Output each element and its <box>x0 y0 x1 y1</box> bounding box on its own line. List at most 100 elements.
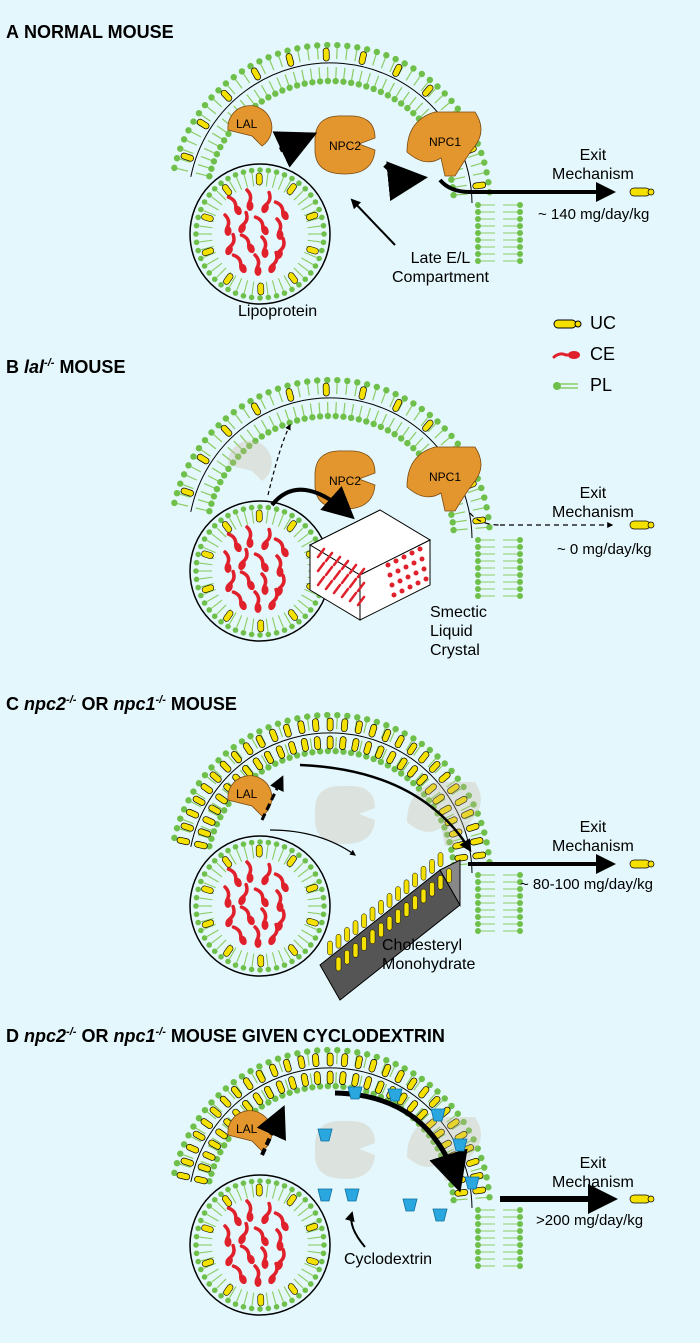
phospholipid-head <box>316 255 322 262</box>
phospholipid-head <box>258 433 265 440</box>
uc-molecule <box>215 793 228 805</box>
uc-molecule <box>368 724 378 738</box>
phospholipid-head <box>248 631 255 638</box>
phospholipid-head <box>284 1052 291 1059</box>
uc-molecule <box>196 118 210 130</box>
phospholipid-head <box>201 199 208 205</box>
phospholipid-head <box>198 592 204 599</box>
phospholipid-head <box>475 914 481 920</box>
phospholipid-head <box>475 565 481 571</box>
uc-molecule <box>201 919 215 929</box>
ce-molecule <box>253 1264 262 1287</box>
phospholipid-head <box>465 1127 473 1134</box>
phospholipid-head <box>220 137 228 144</box>
phospholipid-head <box>517 1249 523 1255</box>
phospholipid-head <box>475 209 481 215</box>
phospholipid-head <box>517 558 523 564</box>
npc2-label: NPC2 <box>329 474 361 488</box>
npc1-label: NPC1 <box>429 135 461 149</box>
phospholipid-head <box>257 504 263 510</box>
phospholipid-head <box>217 1148 224 1156</box>
uc-molecule <box>363 1076 373 1090</box>
uc-molecule <box>446 868 452 883</box>
uc-molecule <box>418 1086 430 1099</box>
phospholipid-head <box>217 813 224 821</box>
phospholipid-head <box>185 127 192 134</box>
uc-molecule <box>208 804 222 815</box>
ce-molecule <box>273 537 289 558</box>
phospholipid-head <box>257 167 263 173</box>
phospholipid-head <box>222 415 230 422</box>
phospholipid-head <box>248 504 255 511</box>
uc-molecule <box>305 883 319 893</box>
phospholipid-head <box>218 1292 224 1299</box>
phospholipid-head <box>213 150 221 158</box>
uc-molecule <box>255 1069 266 1083</box>
phospholipid-head <box>517 258 523 264</box>
late-endosome-compartment <box>171 711 523 934</box>
lal-protein <box>227 440 272 481</box>
phospholipid-head <box>185 462 192 469</box>
phospholipid-head <box>225 465 232 473</box>
lipoprotein-particle <box>189 835 331 977</box>
phospholipid-head <box>485 179 492 186</box>
phospholipid-head <box>517 593 523 599</box>
phospholipid-head <box>193 1233 200 1240</box>
npc1-protein: NPC1 <box>406 111 482 177</box>
phospholipid-head <box>426 411 434 419</box>
uc-molecule <box>437 875 444 890</box>
uc-molecule <box>352 920 359 935</box>
uc-molecule <box>326 735 334 750</box>
phospholipid-head <box>180 471 188 478</box>
phospholipid-head <box>198 543 204 550</box>
phospholipid-head <box>321 903 327 909</box>
phospholipid-head <box>201 1274 208 1280</box>
cyclodextrin-molecule <box>387 1088 403 1102</box>
panel-d-diagram: LAL <box>171 1046 655 1316</box>
phospholipid-head <box>404 104 411 112</box>
phospholipid-head <box>517 907 523 913</box>
legend-item-pl: PL <box>552 370 672 401</box>
uc-molecule <box>422 84 434 97</box>
phospholipid-head <box>475 258 481 264</box>
uc-molecule <box>186 808 200 819</box>
phospholipid-head <box>377 758 385 766</box>
phospholipid-head <box>354 44 361 51</box>
phospholipid-head <box>363 753 370 760</box>
ce-molecule <box>260 572 269 595</box>
phospholipid-head <box>273 506 280 512</box>
compartment-membrane <box>190 732 473 874</box>
phospholipid-head <box>193 894 200 901</box>
phospholipid-head <box>426 746 434 754</box>
cyclodextrin-label: Cyclodextrin <box>344 1251 433 1268</box>
ce-molecule <box>253 590 262 613</box>
ce-molecule <box>253 253 262 276</box>
phospholipid-head <box>272 90 279 97</box>
uc-molecule <box>339 1071 347 1085</box>
transfer-arrow <box>383 161 428 202</box>
phospholipid-head <box>302 276 309 283</box>
phospholipid-head <box>481 1164 488 1171</box>
phospholipid-head <box>218 180 224 187</box>
phospholipid-head <box>517 1221 523 1227</box>
phospholipid-head <box>340 413 347 420</box>
phospholipid-head <box>265 764 272 771</box>
uc-molecule <box>252 757 264 771</box>
phospholipid-head <box>177 145 184 152</box>
uc-molecule <box>209 1106 222 1118</box>
uc-molecule <box>250 402 262 416</box>
uc-molecule <box>369 906 376 922</box>
phospholipid-head <box>177 1150 184 1157</box>
phospholipid-head <box>517 209 523 215</box>
phospholipid-head <box>289 1297 295 1304</box>
phospholipid-head <box>211 522 218 529</box>
panel-c-diagram: LAL <box>171 711 655 1001</box>
uc-molecule <box>300 738 309 752</box>
phospholipid-head <box>475 893 481 899</box>
ce-molecule <box>225 1243 236 1267</box>
phospholipid-head <box>248 1178 255 1185</box>
uc-molecule <box>386 751 397 764</box>
uc-molecule <box>466 822 480 832</box>
phospholipid-head <box>213 485 221 493</box>
